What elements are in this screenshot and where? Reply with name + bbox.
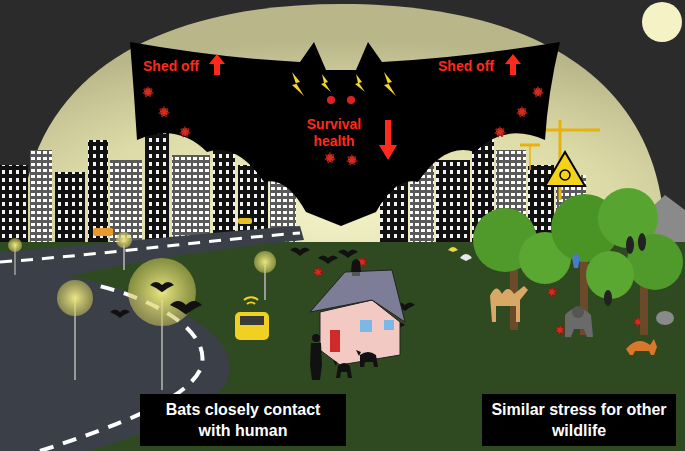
bat-eye <box>347 96 355 104</box>
person-body <box>310 343 322 380</box>
trend-arrows <box>209 54 521 160</box>
bird <box>448 247 458 252</box>
small-bat <box>338 250 358 259</box>
small-bat <box>110 310 130 319</box>
building <box>172 155 210 245</box>
virus-particles <box>144 88 642 334</box>
street-lamps <box>8 232 276 390</box>
moon <box>642 2 682 42</box>
cat <box>351 259 361 272</box>
building <box>213 145 235 245</box>
up-arrow <box>505 54 521 75</box>
virus <box>534 88 542 96</box>
lamp-glow <box>8 238 22 252</box>
lamp-glow <box>116 232 132 248</box>
caption-box: Bats closely contact with human <box>140 394 346 446</box>
car-window <box>240 316 264 325</box>
virus <box>181 128 189 136</box>
taxi <box>238 218 252 224</box>
small-bat <box>170 301 202 315</box>
hanging-bats <box>604 233 646 306</box>
hanging-bat <box>604 290 612 306</box>
person-head <box>312 334 320 342</box>
building <box>110 160 142 245</box>
house-roof <box>310 270 405 322</box>
bat-silhouette <box>130 42 560 226</box>
tree-canopy <box>627 234 683 290</box>
pangolin <box>656 311 674 325</box>
small-bat <box>318 256 338 265</box>
building <box>30 150 52 245</box>
car <box>93 218 269 340</box>
hanging-bat <box>638 233 646 251</box>
small-bat <box>150 282 174 292</box>
fox <box>626 339 657 355</box>
caption-text: Similar stress for other wildlife <box>490 399 668 441</box>
building <box>0 165 28 245</box>
people-and-pets <box>310 259 378 380</box>
lamp-pole <box>123 245 125 270</box>
stress-lightning <box>292 72 396 96</box>
virus <box>348 156 356 164</box>
effect-label: Shed off <box>438 58 494 75</box>
dog <box>356 350 378 367</box>
warning-sign <box>545 152 585 186</box>
bird <box>460 254 472 261</box>
virus <box>315 269 322 276</box>
lightning-bolt <box>292 72 304 96</box>
up-arrow <box>209 54 225 75</box>
house-door <box>330 330 340 352</box>
building <box>436 160 470 245</box>
down-arrow <box>379 120 397 160</box>
virus <box>496 128 504 136</box>
crane-cable <box>529 145 531 170</box>
trees <box>473 188 683 335</box>
building <box>145 130 169 245</box>
gorilla-head <box>572 306 584 318</box>
camel <box>490 286 528 322</box>
building <box>55 172 85 245</box>
lamp-glow <box>57 280 93 316</box>
bat-eye <box>327 96 335 104</box>
lamp-glow <box>254 251 276 273</box>
effect-label: Shed off <box>143 58 199 75</box>
virus <box>518 108 526 116</box>
caption-text: Bats closely contact with human <box>148 399 338 441</box>
warning-triangle <box>545 152 585 186</box>
virus <box>549 289 556 296</box>
car-body <box>235 312 269 340</box>
lightning-bolt <box>321 74 331 92</box>
lightning-bolt <box>384 72 396 96</box>
effect-label: Survival health <box>292 116 376 150</box>
caption-box: Similar stress for other wildlife <box>482 394 676 446</box>
house-window <box>360 320 372 332</box>
wifi-signal <box>244 297 258 304</box>
lamp-glow <box>128 258 196 326</box>
bird <box>572 254 580 268</box>
virus <box>326 154 334 162</box>
biohazard-mark <box>560 170 570 180</box>
house <box>310 264 405 365</box>
house-window <box>384 320 394 330</box>
virus <box>144 88 152 96</box>
hanging-bat <box>626 236 634 254</box>
small-bat <box>290 248 310 257</box>
virus <box>160 108 168 116</box>
dog <box>333 360 352 378</box>
virus <box>557 327 564 334</box>
lightning-bolt <box>355 74 365 92</box>
taxi <box>93 228 113 236</box>
wildlife <box>448 247 674 355</box>
